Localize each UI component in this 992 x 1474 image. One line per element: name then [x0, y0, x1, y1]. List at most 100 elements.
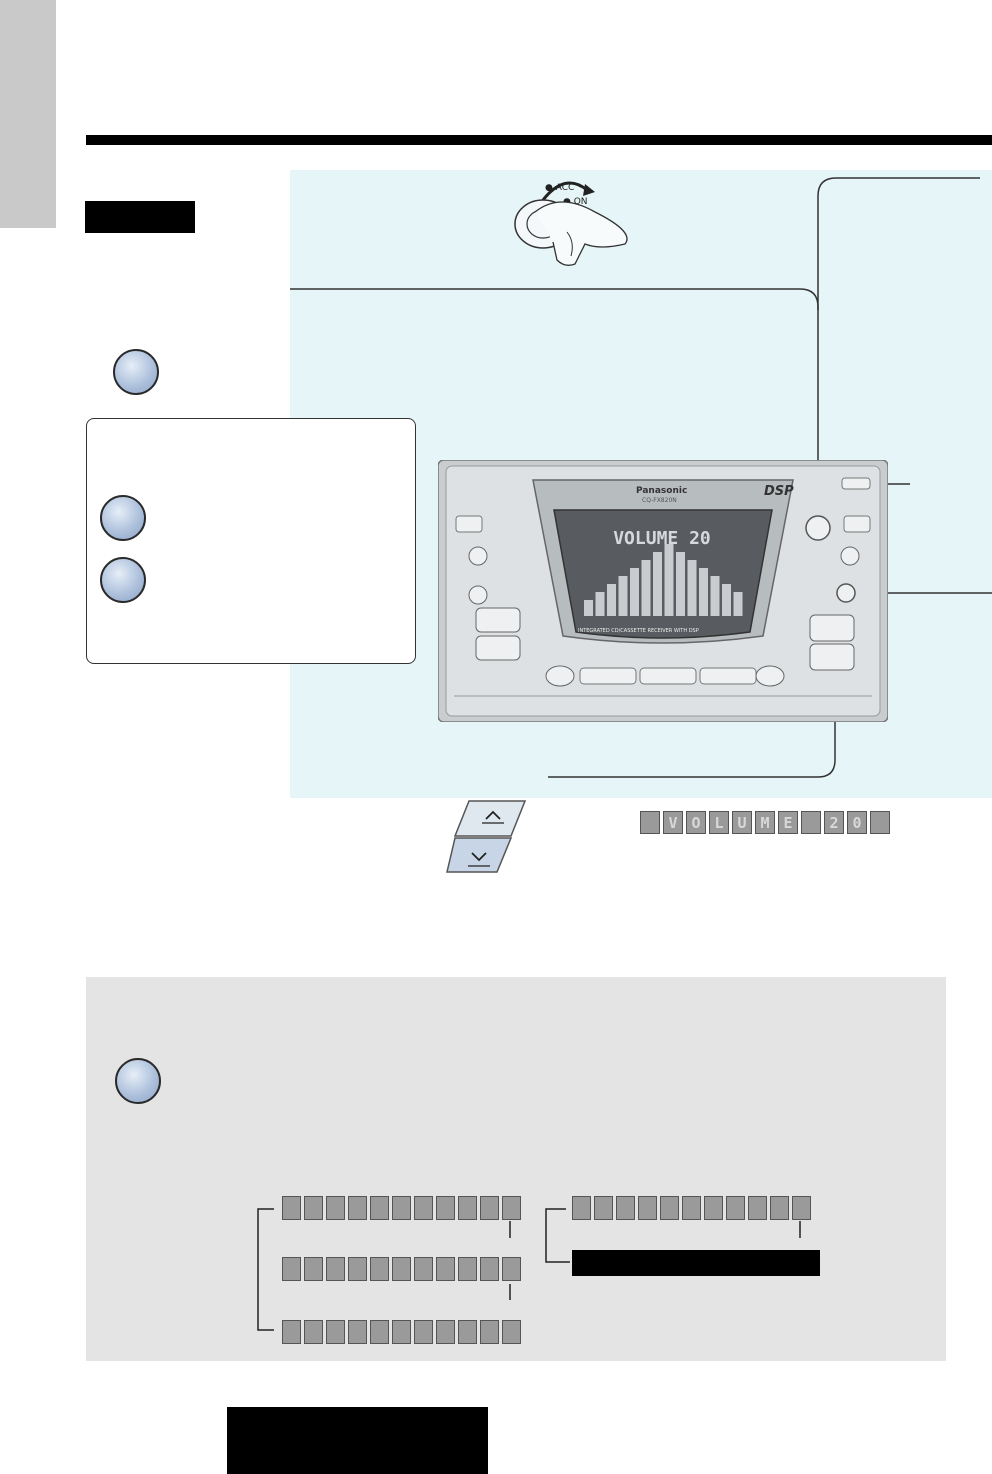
- eq-bar: [676, 552, 685, 616]
- eq-bar: [710, 576, 720, 616]
- lcd-cell: [436, 1196, 455, 1220]
- step-circle: [100, 557, 146, 603]
- lcd-cell: [870, 811, 890, 834]
- lcd-cell: [436, 1320, 455, 1344]
- lcd-cell: [480, 1196, 499, 1220]
- unit-brand: Panasonic: [636, 486, 688, 496]
- lcd-cell: [726, 1196, 745, 1220]
- lcd-cell: [682, 1196, 701, 1220]
- head-unit-faceplate: VOLUME 20: [437, 459, 889, 723]
- eq-bar: [641, 560, 651, 616]
- lcd-cell: [458, 1257, 477, 1281]
- lcd-cell: [792, 1196, 811, 1220]
- ignition-key-illustration: ● ACC ● ON: [514, 181, 628, 266]
- display-row: [282, 1196, 521, 1220]
- lcd-cell: [458, 1196, 477, 1220]
- lcd-cell: [502, 1196, 521, 1220]
- lcd-cell: [326, 1196, 345, 1220]
- step-circle: [100, 495, 146, 541]
- unit-footer: INTEGRATED CD/CASSETTE RECEIVER WITH DSP: [578, 628, 699, 634]
- chevron-down-icon[interactable]: [464, 848, 494, 874]
- lcd-cell: O: [686, 811, 706, 834]
- bottom-label-block: [227, 1407, 488, 1474]
- highlight-bar: [572, 1250, 820, 1276]
- steps-box: [86, 418, 416, 664]
- equalizer-bars: [584, 544, 743, 616]
- lcd-cell: [572, 1196, 591, 1220]
- eq-bar: [595, 592, 605, 616]
- volume-buttons: [445, 800, 527, 878]
- lcd-cell: [282, 1320, 301, 1344]
- lcd-cell: [502, 1257, 521, 1281]
- lcd-cell: [304, 1196, 323, 1220]
- step-circle: [113, 349, 159, 395]
- lcd-cell: [801, 811, 821, 834]
- lcd-cell: [392, 1320, 411, 1344]
- lcd-cell: [458, 1320, 477, 1344]
- display-row: [572, 1196, 811, 1220]
- note-box: [86, 977, 946, 1361]
- lcd-cell: [770, 1196, 789, 1220]
- lcd-cell: L: [709, 811, 729, 834]
- lcd-cell: [370, 1257, 389, 1281]
- lcd-cell: [370, 1196, 389, 1220]
- svg-text:● ACC: ● ACC: [545, 183, 574, 193]
- lcd-cell: [414, 1196, 433, 1220]
- eq-bar: [653, 552, 662, 616]
- unit-logo: DSP: [764, 484, 794, 499]
- lcd-cell: 0: [847, 811, 867, 834]
- chevron-up-icon[interactable]: [478, 806, 508, 828]
- lcd-cell: [282, 1257, 301, 1281]
- lcd-cell: U: [732, 811, 752, 834]
- side-tab: [0, 0, 56, 228]
- head-unit: VOLUME 20: [437, 459, 889, 723]
- lcd-cell: 2: [824, 811, 844, 834]
- lcd-cell: [480, 1320, 499, 1344]
- lcd-cell: E: [778, 811, 798, 834]
- unit-model: CQ-FX820N: [642, 497, 677, 504]
- lcd-cell: [326, 1257, 345, 1281]
- display-row: [282, 1320, 521, 1344]
- lcd-cell: [282, 1196, 301, 1220]
- lcd-cell: [392, 1257, 411, 1281]
- lcd-cell: [348, 1257, 367, 1281]
- eq-bar: [687, 560, 697, 616]
- lcd-cell: [370, 1320, 389, 1344]
- lcd-cell: [594, 1196, 613, 1220]
- display-row: [282, 1257, 521, 1281]
- lcd-cell: [616, 1196, 635, 1220]
- eq-bar: [722, 584, 731, 616]
- lcd-cell: [638, 1196, 657, 1220]
- eq-bar: [584, 600, 593, 616]
- lcd-cell: [640, 811, 660, 834]
- eq-bar: [607, 584, 616, 616]
- eq-bar: [618, 576, 628, 616]
- lcd-cell: [436, 1257, 455, 1281]
- lcd-cell: [480, 1257, 499, 1281]
- eq-bar: [630, 568, 639, 616]
- lcd-cell: [304, 1257, 323, 1281]
- lcd-cell: [414, 1257, 433, 1281]
- lcd-text: VOLUME 20: [613, 528, 711, 549]
- lcd-cell: V: [663, 811, 683, 834]
- step-circle: [115, 1058, 161, 1104]
- lcd-cell: M: [755, 811, 775, 834]
- eq-bar: [699, 568, 708, 616]
- lcd-cell: [748, 1196, 767, 1220]
- lcd-cell: [392, 1196, 411, 1220]
- lcd-cell: [414, 1320, 433, 1344]
- svg-text:● ON: ● ON: [563, 197, 588, 207]
- section-label: [85, 201, 195, 233]
- eq-bar: [664, 544, 674, 616]
- lcd-cell: [502, 1320, 521, 1344]
- lcd-cell: [660, 1196, 679, 1220]
- lcd-cell: [704, 1196, 723, 1220]
- lcd-cell: [348, 1196, 367, 1220]
- lcd-cell: [348, 1320, 367, 1344]
- lcd-cell: [304, 1320, 323, 1344]
- lcd-cell: [326, 1320, 345, 1344]
- heading-rule: [86, 135, 992, 145]
- eq-bar: [733, 592, 743, 616]
